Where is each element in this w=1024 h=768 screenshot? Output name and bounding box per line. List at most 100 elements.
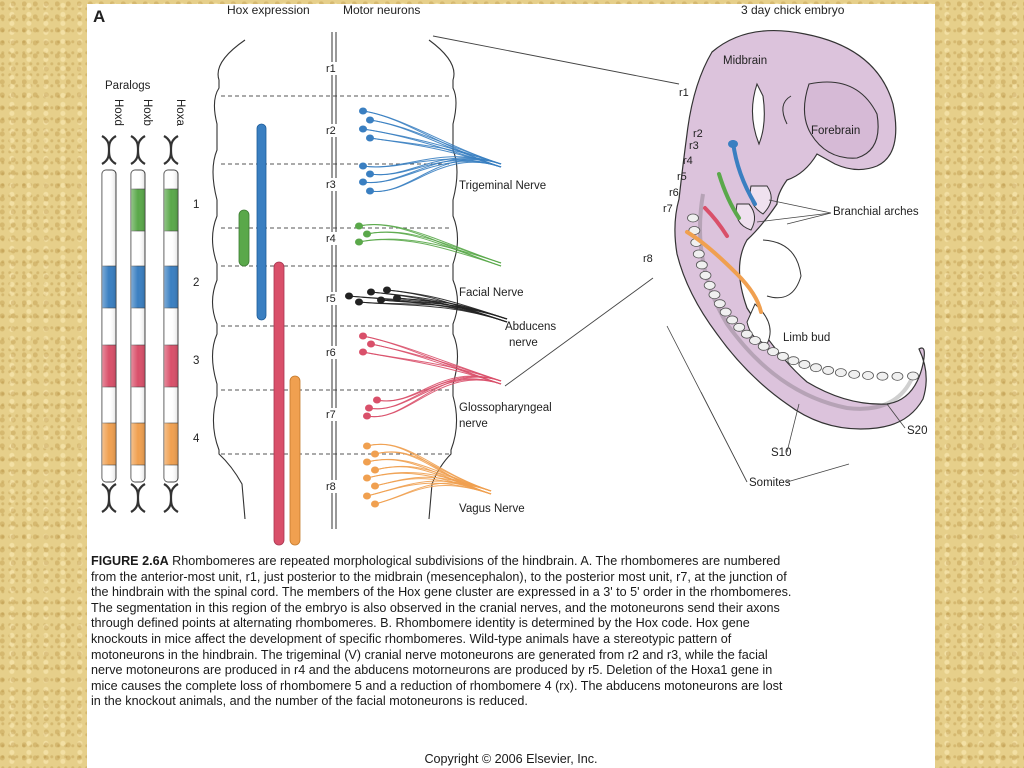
trigeminal-bundle-cell-body	[359, 162, 367, 170]
panel-letter: A	[93, 7, 105, 26]
rhombomere-label-bg	[323, 408, 345, 421]
dna-helix-bottom-icon	[130, 483, 146, 513]
somite	[740, 329, 753, 339]
embryo-glossopharyngeal-nerve	[703, 206, 729, 238]
rhombomere-label-r2: r2	[326, 125, 336, 137]
figure-number: FIGURE 2.6A	[91, 554, 169, 568]
vagus-bundle-cell-body	[363, 458, 371, 466]
embryo-facial-nerve	[717, 172, 741, 220]
somite	[695, 260, 708, 270]
caption-line-9: mice causes the complete loss of rhombom…	[91, 678, 783, 693]
paralog-group-number-1: 1	[193, 199, 199, 211]
glossopharyngeal-bundle-cell-body	[359, 348, 367, 356]
hindbrain-outline-left	[211, 39, 246, 520]
embryo-label-r6: r6	[669, 187, 679, 199]
r4-bundle-green	[355, 222, 502, 267]
somite	[834, 368, 847, 378]
caption-line-6: knockouts in mice affect the development…	[91, 631, 732, 646]
caption-line-1: FIGURE 2.6A Rhombomeres are repeated mor…	[91, 554, 933, 570]
hox-bar-group3-red	[273, 261, 285, 546]
facial-nerve-label: Facial Nerve	[459, 287, 524, 299]
limb-bud-label: Limb bud	[783, 332, 830, 344]
somite	[848, 369, 861, 379]
abducens-nerve-label-1: Abducens	[505, 321, 556, 333]
somite	[713, 299, 726, 309]
heart-region	[762, 239, 802, 299]
chick-embryo-illustration	[674, 29, 927, 430]
embryo-label-r7: r7	[663, 203, 673, 215]
somite	[719, 307, 732, 317]
facial-abducens-bundle-axon	[396, 297, 508, 323]
trigeminal-bundle	[359, 107, 502, 195]
somite	[757, 341, 770, 351]
paralog-group-number-2: 2	[193, 277, 199, 289]
paralog-group-number-3: 3	[193, 355, 199, 367]
trigeminal-bundle-cell-body	[359, 107, 367, 115]
rhombomere-label-bg	[323, 292, 345, 305]
dna-helix-top-icon	[101, 135, 117, 165]
trigeminal-bundle-cell-body	[366, 187, 374, 195]
vagus-bundle	[363, 442, 492, 508]
motor-neuron-bundles	[345, 107, 508, 508]
trigeminal-bundle-cell-body	[366, 116, 374, 124]
paralog-column-shading	[131, 170, 145, 482]
r4-bundle-green-cell-body	[355, 238, 363, 246]
trigeminal-nerve-label: Trigeminal Nerve	[459, 180, 546, 192]
facial-abducens-bundle-cell-body	[355, 298, 363, 306]
r4-bundle-green-axon	[358, 239, 502, 267]
caption-line-8: nerve motoneurons are produced in r4 and…	[91, 663, 773, 678]
dna-helix-top-icon	[163, 135, 179, 165]
facial-abducens-bundle-cell-body	[367, 288, 375, 296]
facial-abducens-bundle-cell-body	[393, 294, 401, 302]
somites-row	[687, 213, 919, 381]
figure-caption: FIGURE 2.6A Rhombomeres are repeated mor…	[91, 554, 933, 710]
rhombomere-label-bg	[323, 62, 345, 75]
hox-bar-group4-orange	[289, 375, 301, 546]
paralog-column-shading	[164, 170, 178, 482]
facial-abducens-bundle-cell-body	[383, 286, 391, 294]
somite	[777, 352, 789, 361]
somite	[726, 315, 739, 325]
embryo-label-r4: r4	[683, 155, 693, 167]
branchial-arches-label: Branchial arches	[833, 206, 919, 218]
somite	[708, 290, 721, 300]
dna-helix-bottom-icon	[163, 483, 179, 513]
somite	[767, 347, 779, 357]
caption-line-10: in the knockout animals, and the number …	[91, 694, 528, 709]
rhombomere-figure: A Hox expression Motor neurons 3 day chi…	[93, 4, 927, 546]
rhombomere-label-r8: r8	[326, 481, 336, 493]
facial-abducens-bundle	[345, 286, 508, 323]
vagus-bundle-cell-body	[363, 442, 371, 450]
glossopharyngeal-bundle-cell-body	[367, 340, 375, 348]
vagus-bundle-cell-body	[363, 474, 371, 482]
dna-helix-bottom-icon	[101, 483, 117, 513]
rhombomere-label-bg	[323, 178, 345, 191]
caption-line-7: motoneurons in the hindbrain. The trigem…	[91, 647, 768, 662]
glossopharyngeal-nerve-label-1: Glossopharyngeal	[459, 402, 552, 414]
glossopharyngeal-bundle-cell-body	[365, 404, 373, 412]
rhombomere-label-bg	[323, 480, 345, 493]
trigeminal-bundle-axon	[369, 137, 502, 168]
embryo-header: 3 day chick embryo	[741, 4, 845, 17]
forebrain-lobe	[803, 81, 879, 159]
embryo-body	[674, 29, 927, 430]
somite	[862, 371, 874, 380]
r4-bundle-green-cell-body	[355, 222, 363, 230]
vagus-bundle-cell-body	[363, 492, 371, 500]
s10-label: S10	[771, 447, 791, 459]
somite	[822, 366, 835, 375]
glossopharyngeal-bundle-cell-body	[363, 412, 371, 420]
embryo-label-r5: r5	[677, 171, 687, 183]
trigeminal-bundle-axon	[369, 161, 502, 192]
dna-helix-top-icon	[130, 135, 146, 165]
embryo-trigeminal-ganglion	[728, 140, 738, 148]
rhombomere-label-r4: r4	[326, 233, 336, 245]
facial-abducens-bundle-cell-body	[377, 296, 385, 304]
somite	[810, 363, 822, 373]
somite	[907, 371, 919, 381]
caption-line-4: The segmentation in this region of the e…	[91, 600, 780, 615]
paralog-label-hoxd: Hoxd	[112, 99, 124, 126]
vagus-bundle-cell-body	[371, 450, 379, 458]
